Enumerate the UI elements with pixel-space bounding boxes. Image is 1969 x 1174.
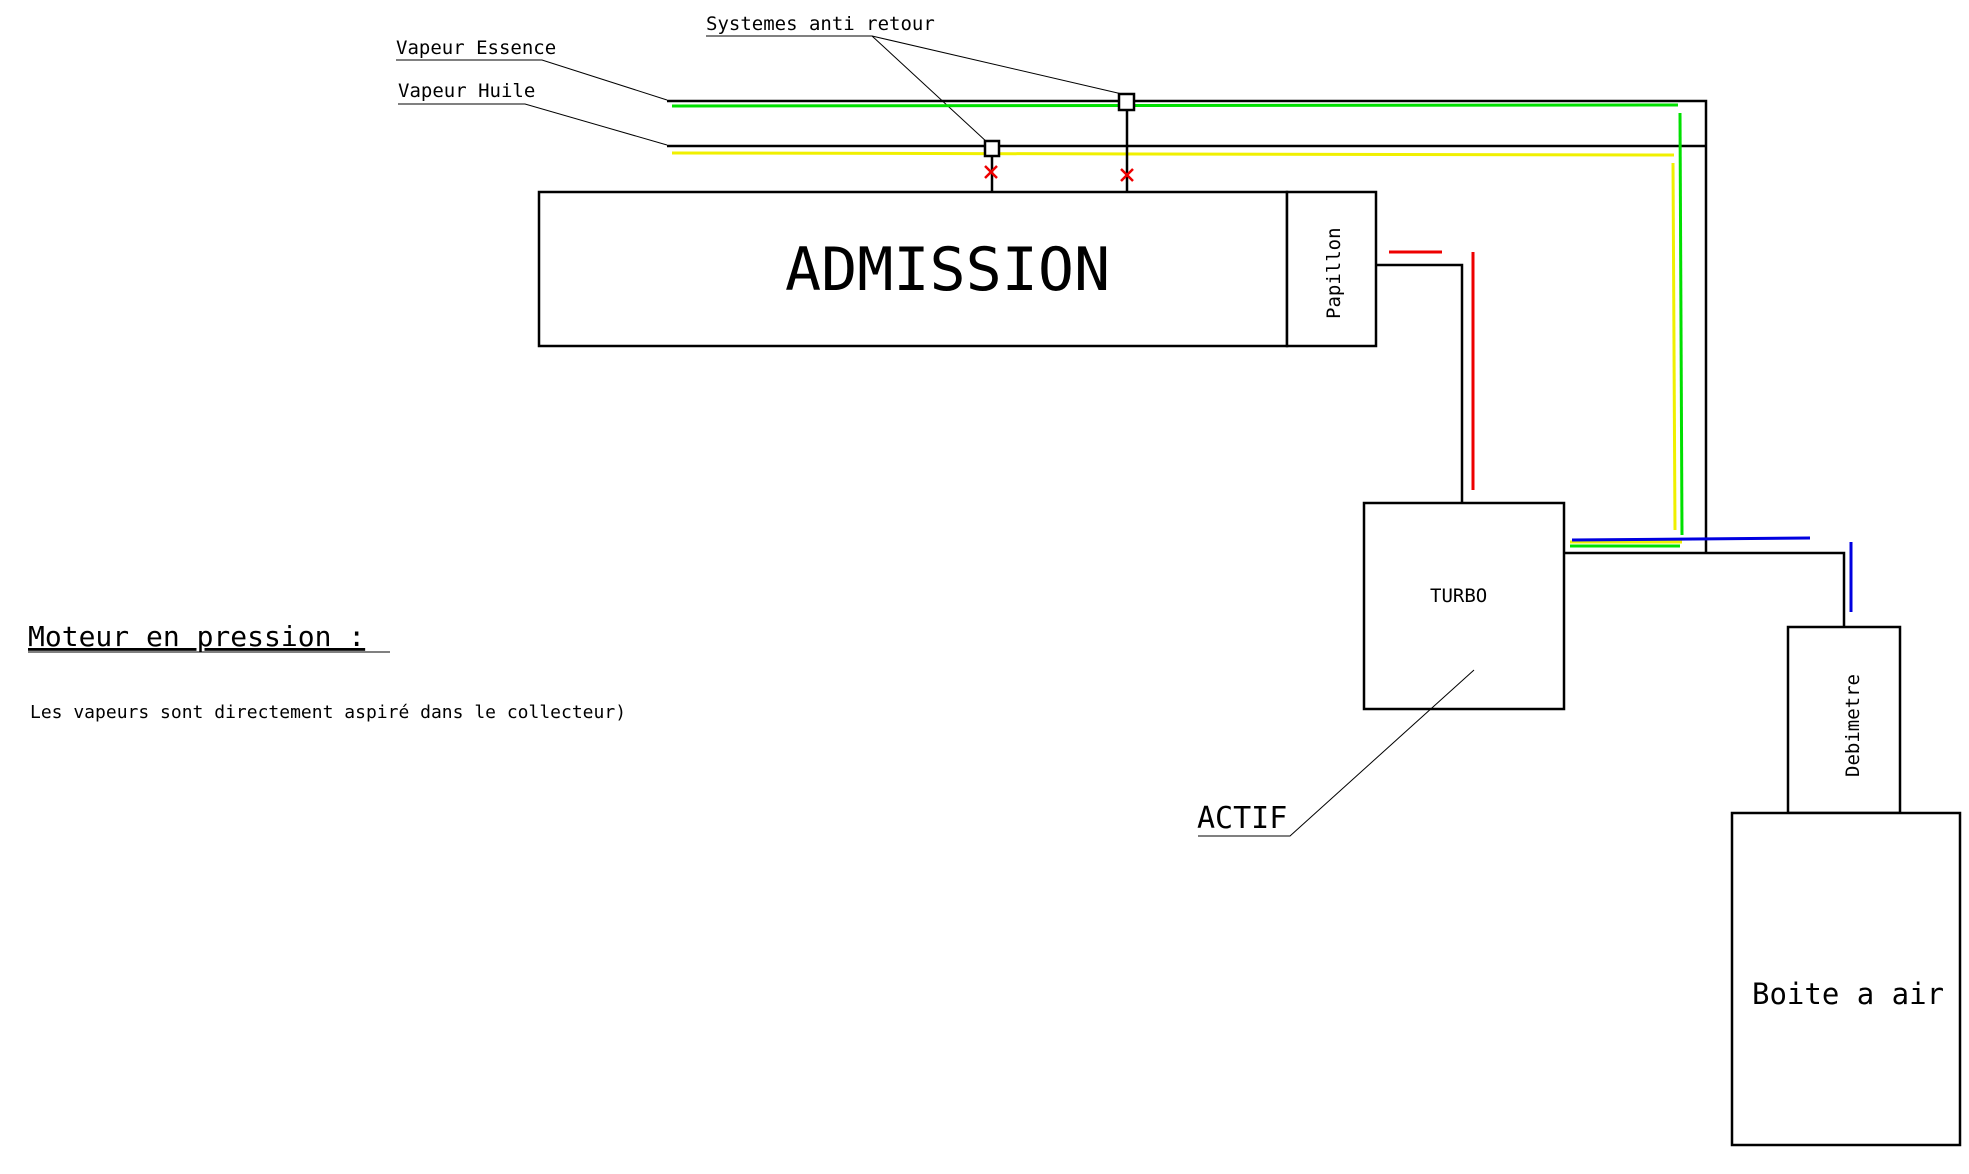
flow-essence (671, 103, 1679, 108)
flow-essence-down (1678, 112, 1684, 536)
pipe-essence (667, 99, 1708, 553)
papillon-box (1285, 190, 1378, 348)
flow-huile-down (1671, 162, 1677, 531)
check-valve-huile (983, 139, 1001, 158)
admission-box (537, 190, 1289, 348)
boite-a-air-label: Boite a air (1752, 977, 1944, 1011)
turbo-box (1362, 501, 1566, 711)
turbo-label: TURBO (1430, 585, 1487, 607)
leader-anti-retour-2 (871, 35, 1123, 95)
flow-air-horizontal (1571, 536, 1811, 542)
leader-vapeur-essence (396, 59, 668, 101)
papillon-label: Papillon (1323, 227, 1345, 319)
debimetre-label: Debimetre (1842, 674, 1864, 777)
cross-mark-huile (984, 165, 998, 179)
notes-title: Moteur en pression : (28, 620, 365, 653)
cross-mark-essence (1120, 168, 1134, 182)
leader-actif (1198, 669, 1475, 837)
notes-description: Les vapeurs sont directement aspiré dans… (30, 702, 626, 723)
actif-label: ACTIF (1197, 801, 1287, 836)
flow-huile (671, 151, 1675, 157)
check-valve-essence (1117, 92, 1136, 112)
label-vapeur-huile: Vapeur Huile (398, 80, 535, 102)
admission-label: ADMISSION (785, 235, 1110, 305)
pipe-turbo-to-papillon (1376, 263, 1464, 503)
boite-a-air-box (1730, 811, 1962, 1147)
label-systemes-anti-retour: Systemes anti retour (706, 13, 935, 35)
leader-anti-retour-1 (706, 35, 989, 144)
label-vapeur-essence: Vapeur Essence (396, 37, 556, 59)
debimetre-box (1786, 625, 1902, 815)
leader-vapeur-huile (398, 103, 668, 146)
pipe-intake (1564, 551, 1846, 627)
